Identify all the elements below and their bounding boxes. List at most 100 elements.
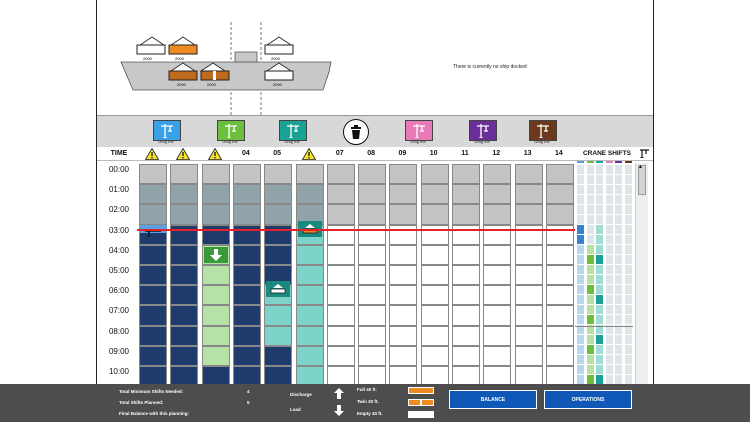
- schedule-cell[interactable]: [170, 244, 199, 265]
- schedule-cell[interactable]: [389, 184, 418, 205]
- schedule-cell[interactable]: [358, 285, 387, 306]
- schedule-cell[interactable]: [295, 244, 324, 265]
- schedule-cell[interactable]: [389, 305, 418, 326]
- schedule-cell[interactable]: [139, 184, 167, 205]
- schedule-cell[interactable]: [295, 164, 324, 185]
- schedule-cell[interactable]: [420, 244, 449, 265]
- schedule-cell[interactable]: [420, 345, 449, 366]
- schedule-cell[interactable]: [264, 244, 293, 265]
- schedule-cell[interactable]: [452, 224, 480, 245]
- crane-column[interactable]: [326, 164, 355, 387]
- schedule-cell[interactable]: [545, 204, 574, 225]
- schedule-cell[interactable]: [326, 184, 355, 205]
- scrollbar[interactable]: ▲: [635, 163, 648, 384]
- schedule-cell[interactable]: [514, 345, 543, 366]
- schedule-cell[interactable]: [326, 305, 355, 326]
- schedule-cell[interactable]: [170, 325, 199, 346]
- schedule-cell[interactable]: [139, 305, 167, 326]
- schedule-cell[interactable]: [264, 184, 293, 205]
- schedule-cell[interactable]: [139, 204, 167, 225]
- schedule-cell[interactable]: [483, 184, 512, 205]
- schedule-cell[interactable]: [452, 285, 480, 306]
- crane-column[interactable]: [358, 164, 387, 387]
- schedule-cell[interactable]: [232, 184, 261, 205]
- schedule-cell[interactable]: [452, 164, 480, 185]
- scroll-up-icon[interactable]: ▲: [638, 164, 643, 170]
- schedule-cell[interactable]: [170, 345, 199, 366]
- schedule-cell[interactable]: [545, 285, 574, 306]
- schedule-cell[interactable]: [295, 285, 324, 306]
- schedule-cell[interactable]: [514, 265, 543, 286]
- schedule-cell[interactable]: [326, 285, 355, 306]
- schedule-cell[interactable]: [358, 204, 387, 225]
- schedule-cell[interactable]: [170, 224, 199, 245]
- schedule-cell[interactable]: [483, 265, 512, 286]
- schedule-cell[interactable]: [201, 204, 230, 225]
- schedule-cell[interactable]: [358, 265, 387, 286]
- schedule-cell[interactable]: [201, 345, 230, 366]
- crane-column[interactable]: [545, 164, 574, 387]
- crane-shifts-icon[interactable]: [637, 147, 651, 160]
- schedule-cell[interactable]: [232, 164, 261, 185]
- operations-button[interactable]: OPERATIONS: [544, 390, 632, 409]
- schedule-cell[interactable]: [389, 224, 418, 245]
- crane-column[interactable]: [170, 164, 199, 387]
- schedule-cell[interactable]: [295, 265, 324, 286]
- schedule-cell[interactable]: [264, 325, 293, 346]
- schedule-cell[interactable]: [201, 265, 230, 286]
- schedule-cell[interactable]: [420, 184, 449, 205]
- schedule-cell[interactable]: [358, 184, 387, 205]
- schedule-cell[interactable]: [420, 265, 449, 286]
- schedule-cell[interactable]: [201, 325, 230, 346]
- schedule-cell[interactable]: [139, 244, 167, 265]
- schedule-cell[interactable]: [420, 224, 449, 245]
- crane-column[interactable]: [201, 164, 230, 387]
- crane-start-marker[interactable]: [139, 224, 167, 237]
- crane-teal[interactable]: [279, 120, 307, 141]
- schedule-cell[interactable]: [358, 325, 387, 346]
- schedule-cell[interactable]: [420, 204, 449, 225]
- schedule-cell[interactable]: [514, 325, 543, 346]
- balance-button[interactable]: BALANCE: [449, 390, 537, 409]
- schedule-cell[interactable]: [232, 204, 261, 225]
- schedule-cell[interactable]: [139, 164, 167, 185]
- crane-column[interactable]: [514, 164, 543, 387]
- schedule-cell[interactable]: [170, 184, 199, 205]
- schedule-cell[interactable]: [139, 265, 167, 286]
- schedule-cell[interactable]: [264, 204, 293, 225]
- schedule-cell[interactable]: [232, 285, 261, 306]
- crane-column[interactable]: [264, 164, 293, 387]
- schedule-cell[interactable]: [389, 164, 418, 185]
- schedule-cell[interactable]: [264, 305, 293, 326]
- schedule-cell[interactable]: [232, 325, 261, 346]
- schedule-cell[interactable]: [232, 224, 261, 245]
- schedule-cell[interactable]: [264, 164, 293, 185]
- schedule-cell[interactable]: [545, 265, 574, 286]
- schedule-cell[interactable]: [514, 305, 543, 326]
- crane-pink[interactable]: [405, 120, 433, 141]
- crane-column[interactable]: [389, 164, 418, 387]
- schedule-cell[interactable]: [201, 305, 230, 326]
- schedule-cell[interactable]: [545, 244, 574, 265]
- schedule-cell[interactable]: [326, 224, 355, 245]
- schedule-cell[interactable]: [326, 325, 355, 346]
- crane-column[interactable]: [420, 164, 449, 387]
- schedule-cell[interactable]: [452, 244, 480, 265]
- schedule-cell[interactable]: [545, 224, 574, 245]
- schedule-cell[interactable]: [483, 164, 512, 185]
- schedule-cell[interactable]: [139, 345, 167, 366]
- schedule-cell[interactable]: [452, 305, 480, 326]
- schedule-cell[interactable]: [545, 345, 574, 366]
- schedule-cell[interactable]: [483, 285, 512, 306]
- schedule-cell[interactable]: [295, 325, 324, 346]
- schedule-cell[interactable]: [170, 285, 199, 306]
- crane-brown[interactable]: [529, 120, 557, 141]
- container-marker[interactable]: [266, 281, 291, 298]
- schedule-cell[interactable]: [514, 244, 543, 265]
- crane-column[interactable]: [452, 164, 480, 387]
- crane-column[interactable]: [232, 164, 261, 387]
- schedule-cell[interactable]: [264, 224, 293, 245]
- schedule-cell[interactable]: [545, 164, 574, 185]
- schedule-cell[interactable]: [483, 204, 512, 225]
- schedule-cell[interactable]: [358, 244, 387, 265]
